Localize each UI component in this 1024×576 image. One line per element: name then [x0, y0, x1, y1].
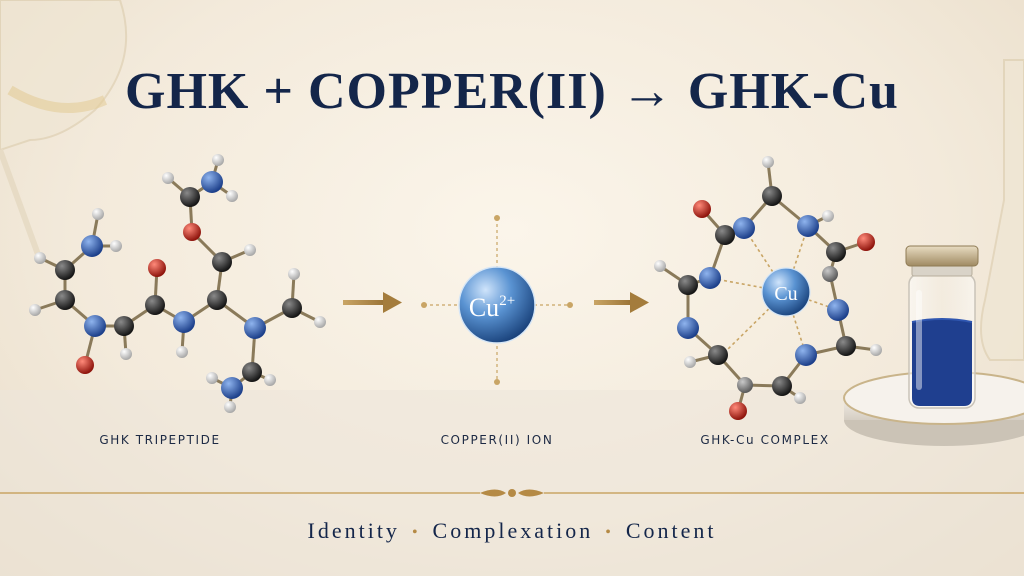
caption-ghk-cu-complex: GHK-Cu COMPLEX [700, 433, 830, 447]
footer-item-complexation: Complexation [432, 518, 594, 543]
complex-copper-center-label: Cu [774, 283, 797, 305]
ghk-tripeptide-molecule [29, 154, 326, 413]
copper-ion: Cu2+ [421, 215, 573, 385]
vial-icon [905, 245, 979, 409]
caption-copper-ion: COPPER(II) ION [440, 433, 554, 447]
copper-ion-symbol: Cu [469, 293, 499, 322]
page-title: GHK + COPPER(II) → GHK-Cu [125, 63, 899, 120]
marble-pedestal [843, 371, 1024, 446]
footer-separator: • [605, 523, 614, 541]
background-glassware-left [0, 0, 128, 262]
divider [0, 489, 1024, 497]
footer-item-identity: Identity [307, 518, 400, 543]
svg-text:Cu2+: Cu2+ [469, 293, 515, 322]
footer-item-content: Content [625, 518, 717, 543]
background-glassware-right [980, 59, 1024, 361]
copper-ion-charge: 2+ [499, 293, 515, 309]
footer-keywords: Identity • Complexation • Content [0, 518, 1024, 544]
ghk-cu-complex-molecule: Cu [654, 156, 882, 420]
footer-separator: • [411, 523, 421, 541]
reaction-arrow-2 [594, 292, 649, 313]
reaction-arrow-1 [343, 292, 402, 313]
caption-ghk-tripeptide: GHK TRIPEPTIDE [99, 433, 221, 447]
